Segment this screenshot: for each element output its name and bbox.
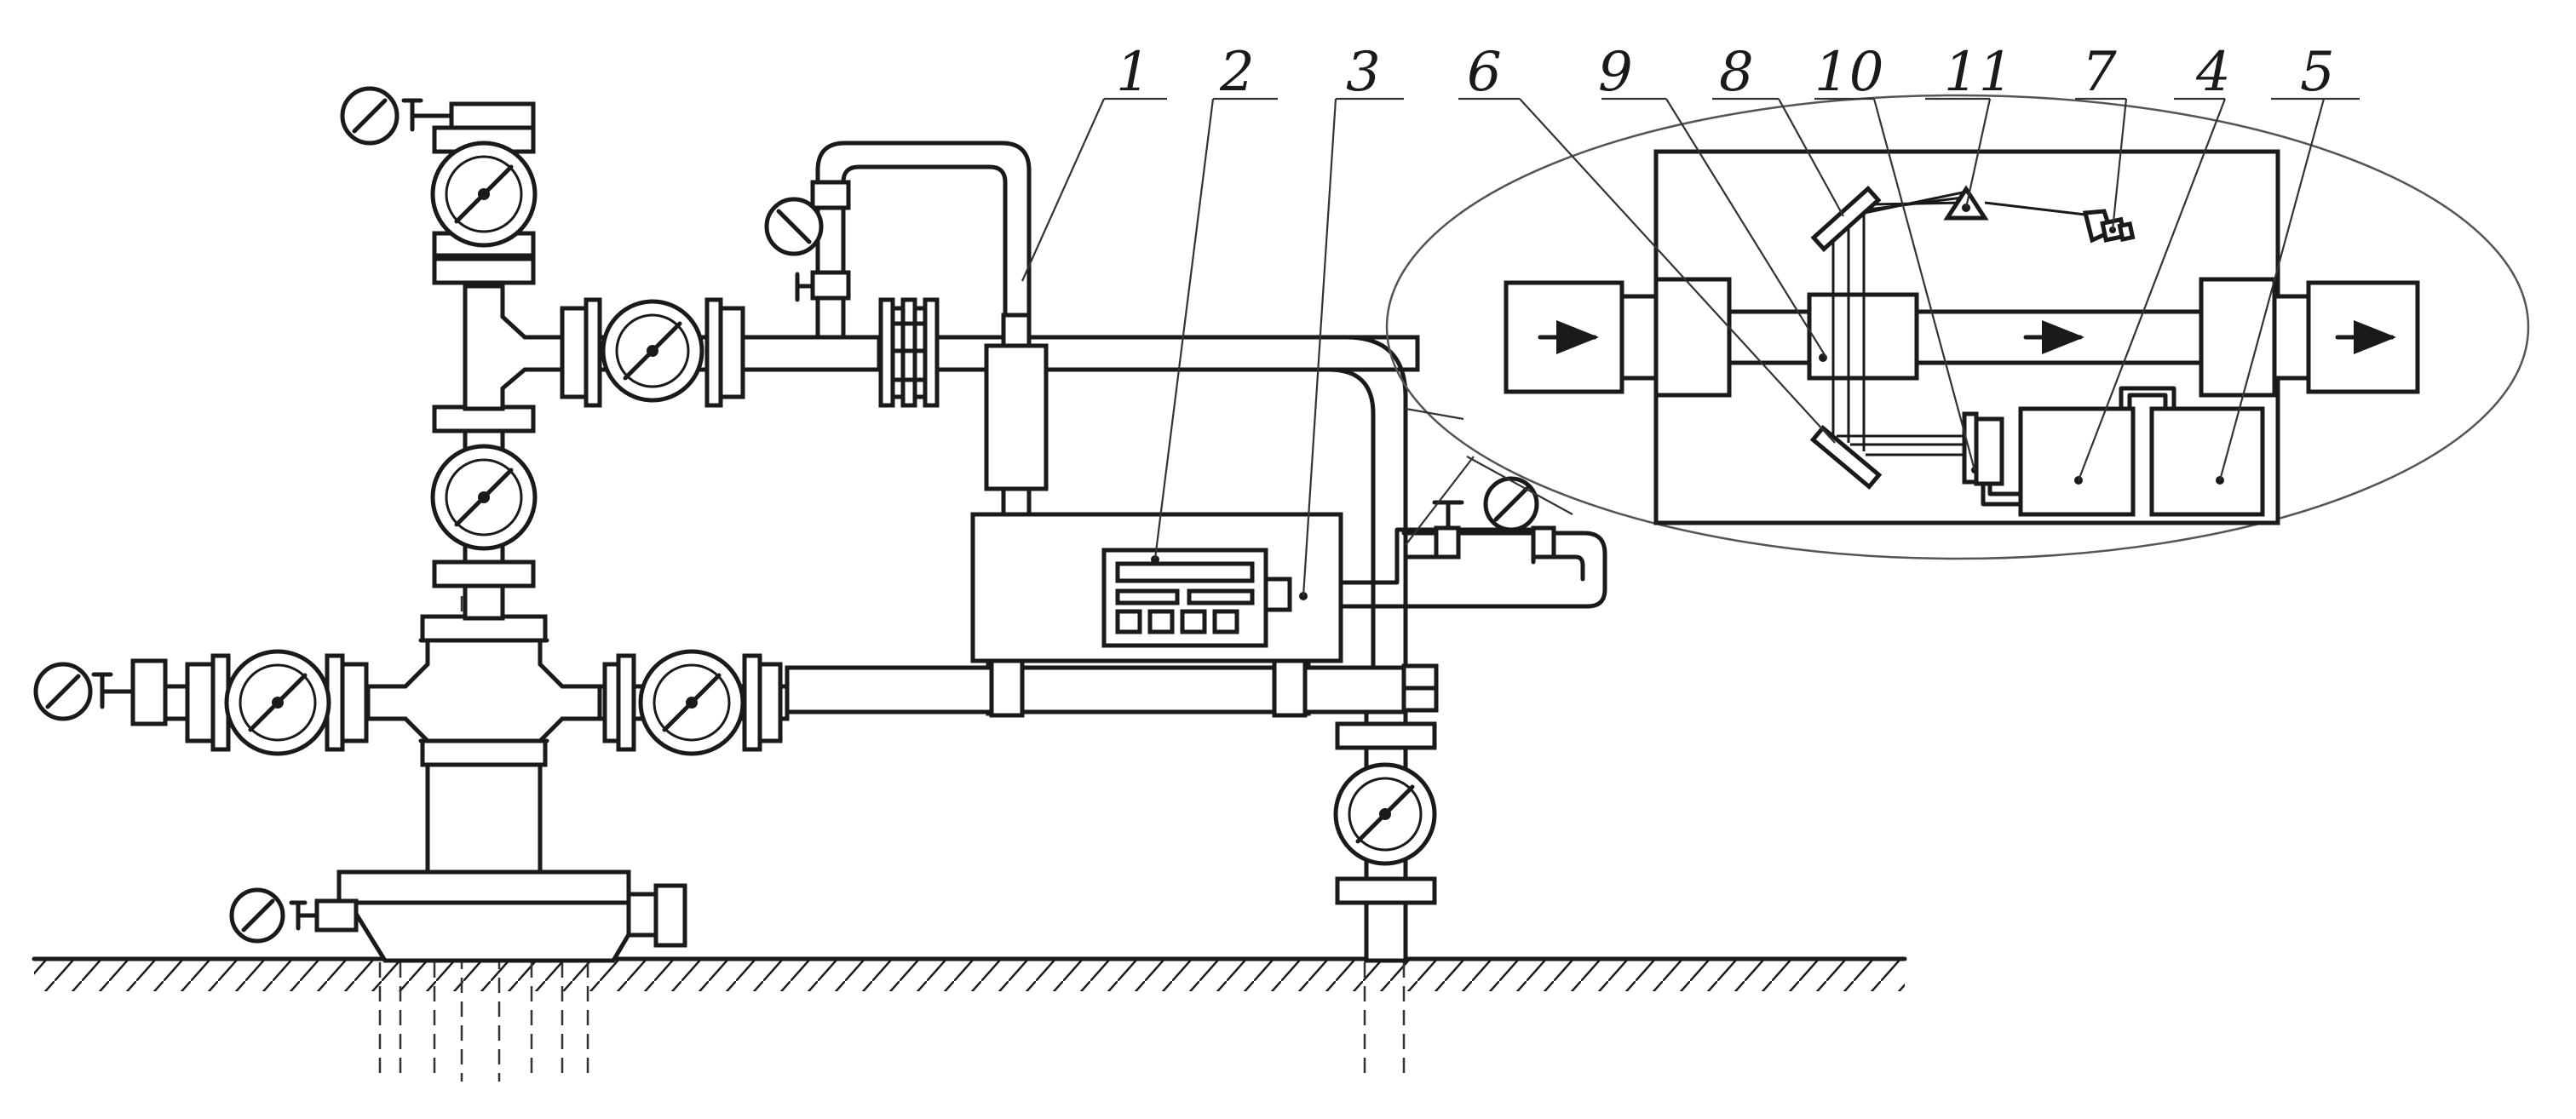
callout-4: 4 <box>2195 41 2231 104</box>
pressure-gauge-icon <box>1483 476 1539 532</box>
callout-3: 3 <box>1346 41 1381 104</box>
callout-labels: 1 2 3 6 9 8 10 11 7 4 5 <box>1116 41 2335 104</box>
bypass-loop <box>795 141 1032 340</box>
flow-tee <box>463 280 565 411</box>
callout-9: 9 <box>1598 41 1633 104</box>
detail-callout <box>1385 94 2530 560</box>
down-leg-valve <box>1333 709 1437 963</box>
leader-lines <box>1021 97 2360 597</box>
flow-line-upper <box>560 297 1420 408</box>
computing-unit-5 <box>2119 386 2265 517</box>
master-valve <box>430 405 538 621</box>
flow-line-lower <box>785 658 1439 718</box>
swab-valve <box>401 98 538 289</box>
photodetector <box>1962 411 2023 507</box>
callout-7: 7 <box>2082 41 2117 104</box>
light-source <box>2082 209 2136 244</box>
right-wing-valve <box>597 649 790 756</box>
pressure-gauge-icon <box>229 887 285 944</box>
callout-10: 10 <box>1814 41 1883 104</box>
callout-8: 8 <box>1719 41 1754 104</box>
ground <box>32 956 1907 991</box>
callout-11: 11 <box>1944 41 2013 104</box>
control-unit <box>1101 548 1308 648</box>
optical-sensor-cell <box>984 313 1049 522</box>
callout-5: 5 <box>2300 41 2335 104</box>
left-wing-valve <box>91 649 371 756</box>
christmas-tree-body <box>365 614 602 875</box>
callout-6: 6 <box>1467 41 1502 104</box>
callout-2: 2 <box>1219 41 1255 104</box>
signal-processor-4 <box>2018 406 2136 517</box>
callout-1: 1 <box>1116 41 1151 104</box>
pressure-gauge-icon <box>340 86 400 146</box>
mirror-lower <box>1809 424 1883 491</box>
pressure-gauge-icon <box>764 197 824 256</box>
pressure-gauge-icon <box>33 662 93 721</box>
casing-head <box>289 869 687 963</box>
return-loop <box>1401 500 1607 582</box>
